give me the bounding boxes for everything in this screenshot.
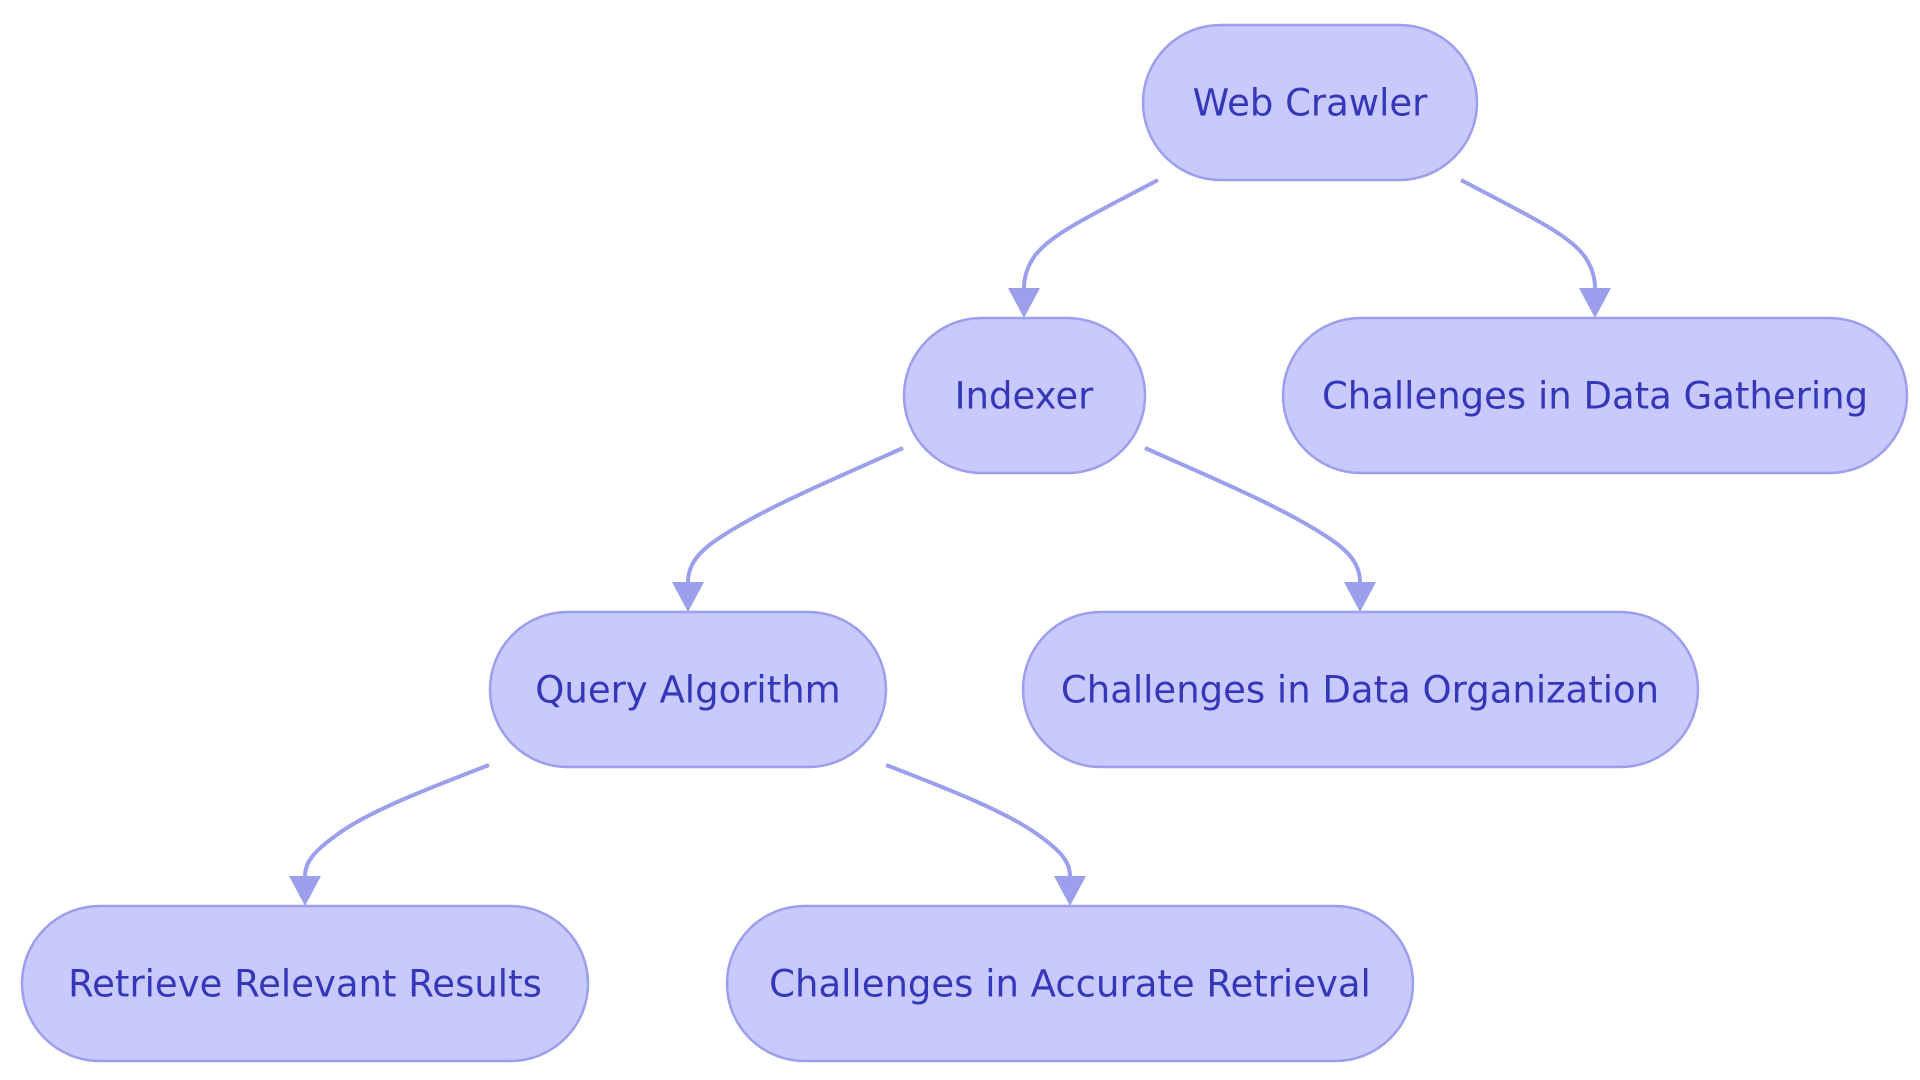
node-label: Retrieve Relevant Results (68, 963, 542, 1006)
edge-web-crawler-to-indexer (1008, 178, 1159, 318)
edge-indexer-to-query-algorithm (672, 446, 904, 612)
node-label: Challenges in Accurate Retrieval (769, 963, 1371, 1006)
node-label: Indexer (955, 375, 1094, 418)
node-challenges-accurate-retrieval[interactable]: Challenges in Accurate Retrieval (725, 904, 1415, 1063)
arrowhead-icon (672, 582, 704, 612)
node-challenges-data-organization[interactable]: Challenges in Data Organization (1021, 610, 1700, 769)
edge-web-crawler-to-challenges-gathering (1460, 178, 1611, 318)
node-query-algorithm[interactable]: Query Algorithm (488, 610, 888, 769)
node-indexer[interactable]: Indexer (902, 316, 1147, 475)
edge-query-algorithm-to-challenges-retrieval (885, 763, 1086, 906)
arrowhead-icon (1008, 288, 1040, 318)
edge-query-algorithm-to-retrieve-results (289, 763, 490, 906)
node-label: Challenges in Data Organization (1061, 669, 1659, 712)
node-label: Challenges in Data Gathering (1322, 375, 1868, 418)
arrowhead-icon (289, 876, 321, 906)
edge-indexer-to-challenges-organization (1144, 446, 1376, 612)
node-label: Query Algorithm (535, 669, 840, 712)
node-challenges-data-gathering[interactable]: Challenges in Data Gathering (1281, 316, 1909, 475)
arrowhead-icon (1579, 288, 1611, 318)
arrowhead-icon (1054, 876, 1086, 906)
node-retrieve-relevant-results[interactable]: Retrieve Relevant Results (20, 904, 590, 1063)
node-web-crawler[interactable]: Web Crawler (1141, 23, 1479, 182)
arrowhead-icon (1344, 582, 1376, 612)
node-label: Web Crawler (1193, 82, 1428, 125)
